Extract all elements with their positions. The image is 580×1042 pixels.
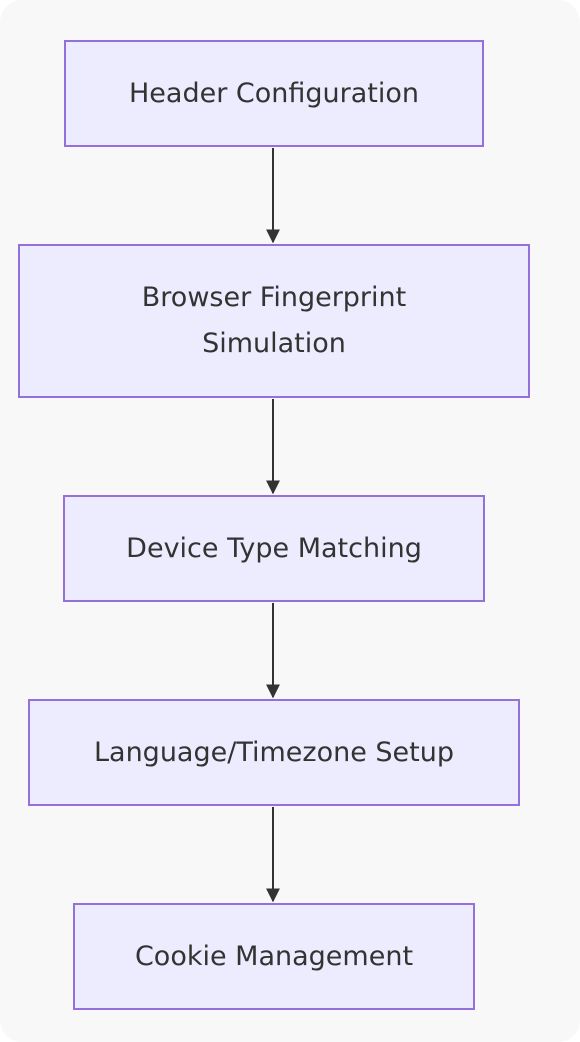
node-browser-fingerprint-simulation: Browser Fingerprint Simulation — [18, 244, 530, 398]
node-label: Cookie Management — [134, 940, 414, 972]
node-cookie-management: Cookie Management — [73, 903, 475, 1010]
node-device-type-matching: Device Type Matching — [63, 495, 485, 602]
node-label: Browser Fingerprint Simulation — [141, 282, 407, 359]
node-language-timezone-setup: Language/Timezone Setup — [28, 699, 520, 806]
node-label: Device Type Matching — [126, 532, 422, 564]
node-label: Header Configuration — [129, 77, 419, 109]
node-header-configuration: Header Configuration — [64, 40, 484, 147]
node-label: Language/Timezone Setup — [93, 736, 454, 768]
